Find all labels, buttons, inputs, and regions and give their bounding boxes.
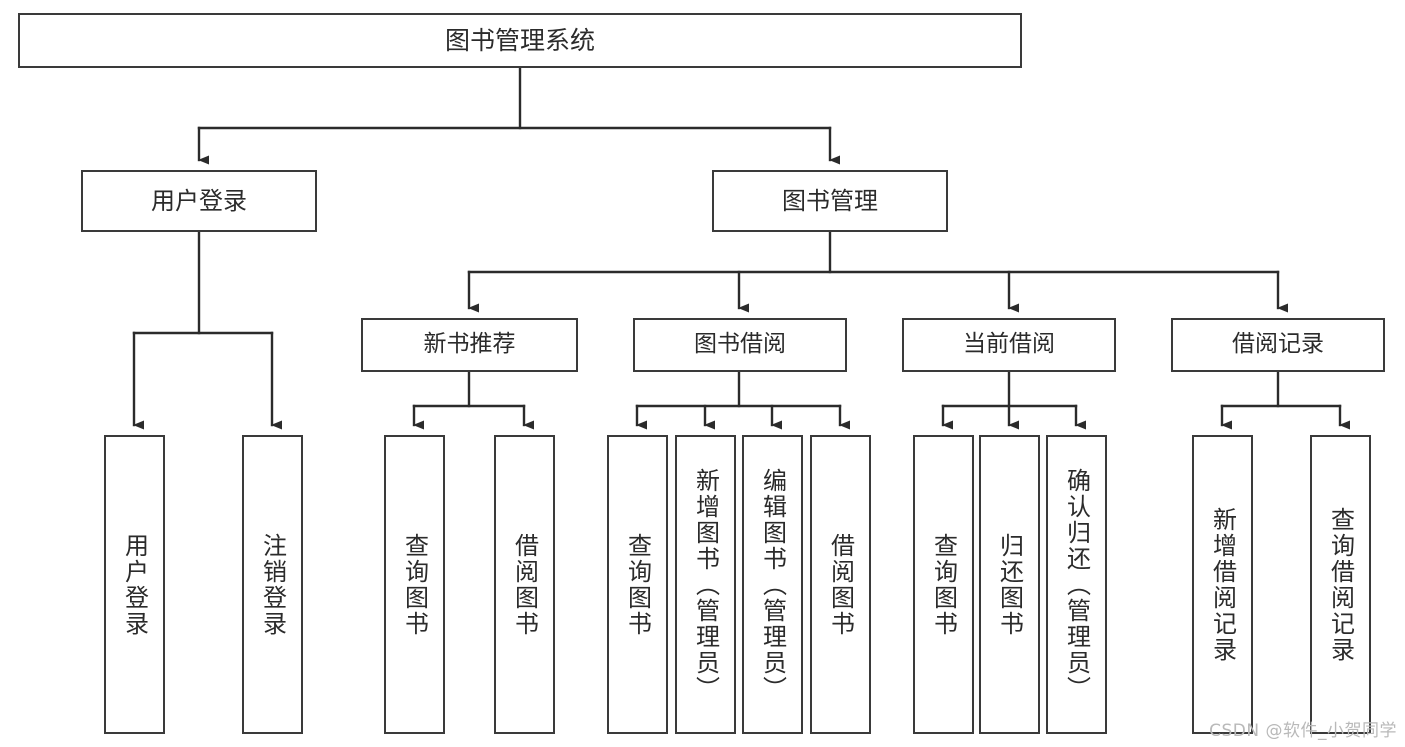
leaf-new-book-query[interactable]: 查询图书 xyxy=(384,435,445,734)
leaf-current-borrow-return[interactable]: 归还图书 xyxy=(979,435,1040,734)
leaf-user-login-login[interactable]: 用户登录 xyxy=(104,435,165,734)
leaf-book-borrow-query[interactable]: 查询图书 xyxy=(607,435,668,734)
leaf-current-borrow-query-label: 查询图书 xyxy=(929,532,958,637)
leaf-book-borrow-edit[interactable]: 编辑图书（管理员） xyxy=(742,435,803,734)
leaf-user-login-logout-label: 注销登录 xyxy=(258,532,287,637)
leaf-borrow-record-query[interactable]: 查询借阅记录 xyxy=(1310,435,1371,734)
node-user-login[interactable]: 用户登录 xyxy=(81,170,317,232)
leaf-current-borrow-confirm-label: 确认归还（管理员） xyxy=(1062,467,1091,702)
leaf-book-borrow-add-label: 新增图书（管理员） xyxy=(691,467,720,702)
leaf-user-login-login-label: 用户登录 xyxy=(120,532,149,637)
leaf-user-login-logout[interactable]: 注销登录 xyxy=(242,435,303,734)
node-root-system-label: 图书管理系统 xyxy=(444,25,595,55)
leaf-borrow-record-add-label: 新增借阅记录 xyxy=(1208,506,1237,663)
leaf-borrow-record-add[interactable]: 新增借阅记录 xyxy=(1192,435,1253,734)
leaf-current-borrow-query[interactable]: 查询图书 xyxy=(913,435,974,734)
leaf-new-book-query-label: 查询图书 xyxy=(400,532,429,637)
leaf-new-book-borrow[interactable]: 借阅图书 xyxy=(494,435,555,734)
leaf-current-borrow-confirm[interactable]: 确认归还（管理员） xyxy=(1046,435,1107,734)
node-new-book-recommend[interactable]: 新书推荐 xyxy=(361,318,578,372)
node-root-system[interactable]: 图书管理系统 xyxy=(18,13,1022,68)
node-book-borrow-label: 图书借阅 xyxy=(694,331,786,358)
node-current-borrow[interactable]: 当前借阅 xyxy=(902,318,1116,372)
leaf-borrow-record-query-label: 查询借阅记录 xyxy=(1326,506,1355,663)
node-borrow-record-label: 借阅记录 xyxy=(1232,331,1324,358)
leaf-book-borrow-edit-label: 编辑图书（管理员） xyxy=(758,467,787,702)
leaf-book-borrow-add[interactable]: 新增图书（管理员） xyxy=(675,435,736,734)
node-user-login-label: 用户登录 xyxy=(151,186,247,215)
leaf-book-borrow-borrow-label: 借阅图书 xyxy=(826,532,855,637)
leaf-current-borrow-return-label: 归还图书 xyxy=(995,532,1024,637)
leaf-book-borrow-query-label: 查询图书 xyxy=(623,532,652,637)
node-borrow-record[interactable]: 借阅记录 xyxy=(1171,318,1385,372)
leaf-new-book-borrow-label: 借阅图书 xyxy=(510,532,539,637)
node-current-borrow-label: 当前借阅 xyxy=(963,331,1055,358)
node-book-borrow[interactable]: 图书借阅 xyxy=(633,318,847,372)
node-new-book-recommend-label: 新书推荐 xyxy=(423,331,516,358)
node-book-manage[interactable]: 图书管理 xyxy=(712,170,948,232)
leaf-book-borrow-borrow[interactable]: 借阅图书 xyxy=(810,435,871,734)
node-book-manage-label: 图书管理 xyxy=(782,186,878,215)
